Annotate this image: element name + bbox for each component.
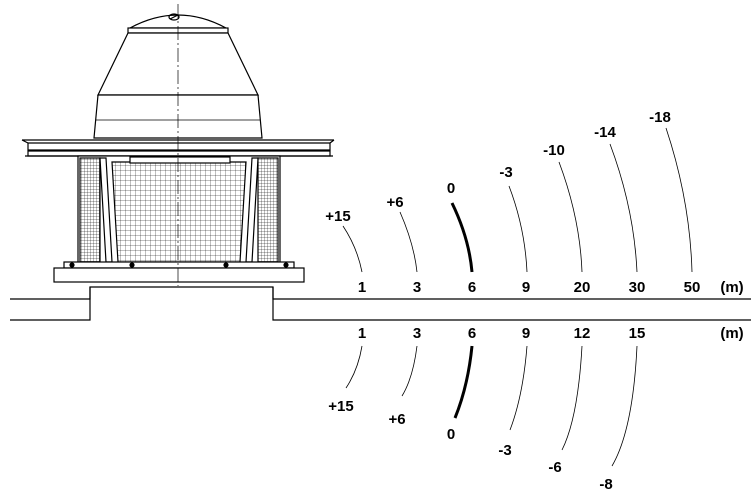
lower-unit-label: (m) — [720, 325, 743, 342]
upper-level-label: -18 — [649, 109, 671, 126]
cap-bolt — [168, 13, 180, 21]
lower-level-label: 0 — [447, 426, 455, 443]
upper-distance-label: 50 — [684, 279, 701, 296]
upper-distance-labels: 1 3 6 9 20 30 50 (m) — [358, 279, 744, 296]
upper-contour-line — [609, 143, 638, 273]
upper-level-label: +15 — [325, 208, 350, 225]
roof-outline — [10, 286, 751, 321]
upper-contour-arcs — [342, 127, 693, 273]
lower-distance-labels: 1 3 6 9 12 15 (m) — [358, 325, 744, 342]
lower-flange — [27, 150, 331, 157]
upper-level-label: 0 — [447, 180, 455, 197]
motor-cone — [97, 32, 259, 96]
lower-distance-label: 1 — [358, 325, 366, 342]
base-plate-top — [63, 261, 295, 269]
right-side-mesh — [257, 157, 279, 263]
base-plate — [53, 267, 305, 283]
lower-level-label: -8 — [599, 476, 612, 493]
roof-lower-line — [272, 287, 751, 321]
lower-contour-line — [401, 345, 418, 397]
upper-contour-line-zero — [450, 202, 474, 273]
upper-contour-line — [399, 211, 418, 273]
lower-distance-label: 12 — [574, 325, 591, 342]
upper-distance-label: 9 — [522, 279, 530, 296]
upper-flange — [27, 142, 331, 151]
lower-distance-label: 9 — [522, 325, 530, 342]
lower-contour-line — [509, 345, 528, 431]
lower-contour-line — [611, 345, 638, 467]
roof-fan-unit — [21, 4, 335, 286]
roof-upper-line — [10, 286, 751, 300]
upper-distance-label: 20 — [574, 279, 591, 296]
left-side-mesh — [79, 157, 101, 263]
central-mesh-guard — [111, 161, 247, 263]
lower-distance-label: 15 — [629, 325, 646, 342]
lower-level-label: +6 — [388, 411, 405, 428]
upper-distance-label: 3 — [413, 279, 421, 296]
lower-level-label: -3 — [498, 442, 511, 459]
upper-level-label: -14 — [594, 124, 616, 141]
lower-contour-line-zero — [453, 345, 474, 419]
upper-contour-line — [558, 161, 583, 273]
upper-level-labels: +15 +6 0 -3 -10 -14 -18 — [325, 109, 671, 225]
lower-contour-line — [345, 345, 363, 389]
upper-level-label: -3 — [499, 164, 512, 181]
roof-left-step — [10, 287, 91, 321]
guard-top-bar — [129, 156, 231, 164]
upper-contour-line — [508, 185, 528, 273]
lower-distance-label: 6 — [468, 325, 476, 342]
lower-contour-arcs — [345, 345, 638, 467]
lower-level-label: +15 — [328, 398, 353, 415]
upper-unit-label: (m) — [720, 279, 743, 296]
upper-distance-label: 6 — [468, 279, 476, 296]
upper-distance-label: 30 — [629, 279, 646, 296]
lower-level-label: -6 — [548, 459, 561, 476]
lower-distance-label: 3 — [413, 325, 421, 342]
lower-level-labels: +15 +6 0 -3 -6 -8 — [328, 398, 612, 493]
upper-contour-line — [342, 225, 363, 273]
upper-level-label: +6 — [386, 194, 403, 211]
upper-level-label: -10 — [543, 142, 565, 159]
upper-distance-label: 1 — [358, 279, 366, 296]
upper-contour-line — [665, 127, 693, 273]
lower-contour-line — [561, 345, 583, 451]
